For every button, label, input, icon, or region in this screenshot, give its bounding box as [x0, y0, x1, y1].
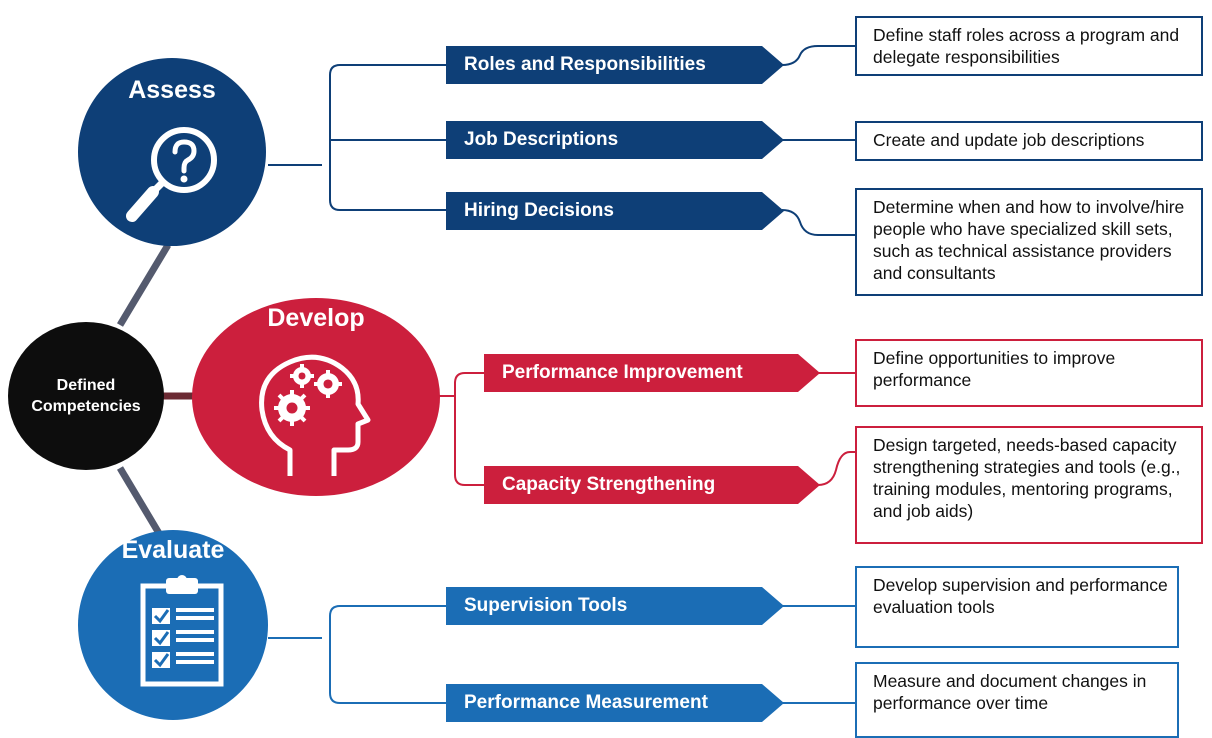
center-label: Defined Competencies — [21, 375, 151, 417]
magnifier-question-icon — [126, 127, 217, 222]
assess-bracket — [268, 45, 855, 236]
desc-roles-and-responsibilities: Define staff roles across a program and … — [855, 16, 1203, 76]
evaluate-title: Evaluate — [121, 536, 225, 564]
tag-performance-measurement: Performance Measurement — [446, 684, 784, 722]
develop-title: Develop — [267, 304, 365, 332]
defined-competencies-circle: Defined Competencies — [8, 322, 164, 470]
desc-hiring-decisions: Determine when and how to involve/hire p… — [855, 188, 1203, 296]
evaluate-bracket — [268, 605, 855, 704]
center-label-line1: Defined — [56, 377, 116, 394]
develop-circle: Develop — [192, 298, 440, 496]
center-label-line2: Competencies — [31, 398, 141, 415]
tag-roles-and-responsibilities: Roles and Responsibilities — [446, 46, 784, 84]
spoke-evaluate — [116, 466, 164, 537]
assess-title: Assess — [128, 76, 216, 104]
clipboard-checklist-icon — [140, 575, 224, 687]
tag-supervision-tools: Supervision Tools — [446, 587, 784, 625]
spoke-assess — [116, 243, 172, 327]
assess-circle: Assess — [78, 58, 266, 246]
desc-performance-measurement: Measure and document changes in performa… — [855, 662, 1179, 738]
desc-job-descriptions: Create and update job descriptions — [855, 121, 1203, 161]
tag-capacity-strengthening: Capacity Strengthening — [484, 466, 820, 504]
desc-supervision-tools: Develop supervision and performance eval… — [855, 566, 1179, 648]
develop-bracket — [438, 372, 855, 486]
tag-performance-improvement: Performance Improvement — [484, 354, 820, 392]
tag-hiring-decisions: Hiring Decisions — [446, 192, 784, 230]
evaluate-circle: Evaluate — [78, 530, 268, 720]
desc-capacity-strengthening: Design targeted, needs-based capacity st… — [855, 426, 1203, 544]
tag-job-descriptions: Job Descriptions — [446, 121, 784, 159]
head-gears-icon — [259, 354, 371, 476]
desc-performance-improvement: Define opportunities to improve performa… — [855, 339, 1203, 407]
